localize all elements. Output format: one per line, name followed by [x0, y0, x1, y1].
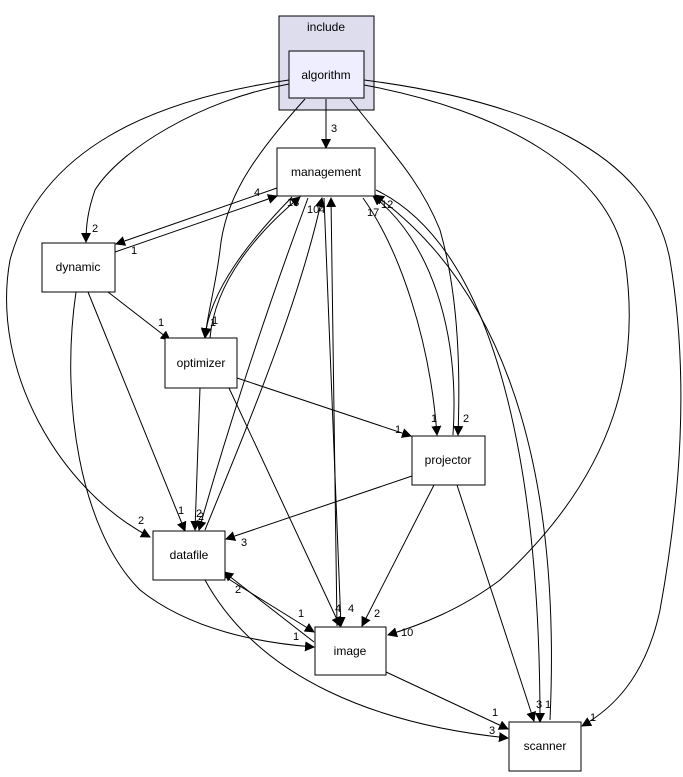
node-dynamic[interactable]: dynamic — [41, 242, 116, 293]
edge-count[interactable]: 4 — [348, 603, 354, 615]
edge-count[interactable]: 2 — [138, 515, 144, 527]
node-label: image — [334, 644, 367, 658]
node-label: algorithm — [301, 68, 350, 82]
edge-dynamic-datafile[interactable] — [87, 291, 187, 532]
edge-projector-management[interactable] — [372, 195, 455, 436]
edge-projector-image[interactable] — [361, 484, 435, 627]
edge-algorithm-optimizer[interactable] — [200, 98, 306, 339]
edge-count[interactable]: 2 — [92, 223, 98, 235]
edge-count[interactable]: 1 — [590, 712, 596, 724]
edge-count[interactable]: 1 — [210, 317, 216, 329]
edge-image-scanner[interactable] — [385, 671, 509, 730]
node-optimizer[interactable]: optimizer — [164, 337, 238, 389]
cluster-label: include — [307, 20, 345, 34]
edge-count[interactable]: 17 — [367, 207, 379, 219]
edge-algorithm-projector[interactable] — [349, 98, 464, 436]
edge-count[interactable]: 1 — [545, 699, 551, 711]
edge-management-projector[interactable] — [362, 197, 442, 436]
edge-count[interactable]: 3 — [489, 725, 495, 737]
edge-count[interactable]: 4 — [335, 603, 341, 615]
edge-count[interactable]: 10 — [401, 627, 413, 639]
node-algorithm[interactable]: algorithm — [288, 50, 365, 99]
edge-count[interactable]: 12 — [381, 199, 393, 211]
edge-count[interactable]: 2 — [196, 508, 202, 520]
edge-optimizer-projector[interactable] — [236, 377, 412, 438]
edge-dynamic-optimizer[interactable] — [107, 291, 171, 341]
node-scanner[interactable]: scanner — [508, 721, 582, 772]
edge-count-labels: 3 2 1 2 2 10 1 4 1 1 1 1 13 1 2 1 4 4 2 … — [92, 123, 596, 737]
edge-count[interactable]: 4 — [319, 204, 325, 216]
node-label: projector — [425, 453, 472, 467]
edge-count[interactable]: 10 — [307, 204, 319, 216]
edge-count[interactable]: 1 — [431, 413, 437, 425]
edge-count[interactable]: 2 — [374, 608, 380, 620]
edge-count[interactable]: 2 — [235, 584, 241, 596]
node-label: optimizer — [177, 356, 226, 370]
edge-count[interactable]: 3 — [331, 123, 337, 135]
edge-count[interactable]: 2 — [463, 413, 469, 425]
node-datafile[interactable]: datafile — [152, 530, 226, 581]
edge-management-dynamic[interactable] — [115, 187, 278, 246]
node-management[interactable]: management — [276, 147, 376, 197]
edge-algorithm-datafile[interactable] — [6, 79, 290, 538]
edge-count[interactable]: 1 — [298, 608, 304, 620]
edge-count[interactable]: 1 — [492, 707, 498, 719]
edge-datafile-scanner[interactable] — [204, 579, 509, 743]
node-projector[interactable]: projector — [411, 435, 486, 486]
edge-count[interactable]: 1 — [212, 315, 218, 327]
edge-count[interactable]: 1 — [178, 505, 184, 517]
edge-datafile-image[interactable] — [221, 574, 315, 633]
edge-count[interactable]: 3 — [241, 537, 247, 549]
edge-datafile-management[interactable] — [204, 197, 325, 531]
edge-management-optimizer[interactable] — [200, 196, 293, 338]
edge-algorithm-scanner[interactable] — [363, 79, 682, 727]
edge-count[interactable]: 2 — [198, 511, 204, 523]
node-label: management — [291, 165, 362, 179]
edge-scanner-management[interactable] — [374, 194, 552, 721]
edge-image-datafile[interactable] — [223, 571, 315, 643]
node-label: dynamic — [56, 260, 101, 274]
edge-projector-scanner[interactable] — [456, 484, 536, 722]
edge-count[interactable]: 1 — [158, 317, 164, 329]
edge-count[interactable]: 13 — [287, 197, 299, 209]
edge-count[interactable]: 1 — [395, 424, 401, 436]
edges — [6, 79, 682, 743]
edge-image-management[interactable] — [326, 197, 338, 627]
edge-dynamic-management[interactable] — [114, 194, 278, 253]
edge-projector-datafile[interactable] — [225, 475, 413, 541]
node-image[interactable]: image — [314, 626, 387, 676]
edge-count[interactable]: 1 — [293, 631, 299, 643]
edge-count[interactable]: 3 — [536, 699, 542, 711]
edge-algorithm-dynamic[interactable] — [81, 83, 290, 243]
edge-optimizer-image[interactable] — [228, 387, 341, 627]
edge-management-datafile[interactable] — [196, 197, 309, 531]
edge-optimizer-datafile[interactable] — [190, 387, 201, 531]
edge-count[interactable]: 4 — [254, 187, 260, 199]
edge-count[interactable]: 1 — [131, 245, 137, 257]
edge-management-image[interactable] — [323, 197, 346, 627]
edge-optimizer-management[interactable] — [209, 196, 301, 339]
node-label: datafile — [170, 548, 209, 562]
edge-management-scanner[interactable] — [375, 189, 545, 723]
edge-algorithm-image[interactable] — [363, 84, 630, 638]
node-label: scanner — [524, 739, 567, 753]
